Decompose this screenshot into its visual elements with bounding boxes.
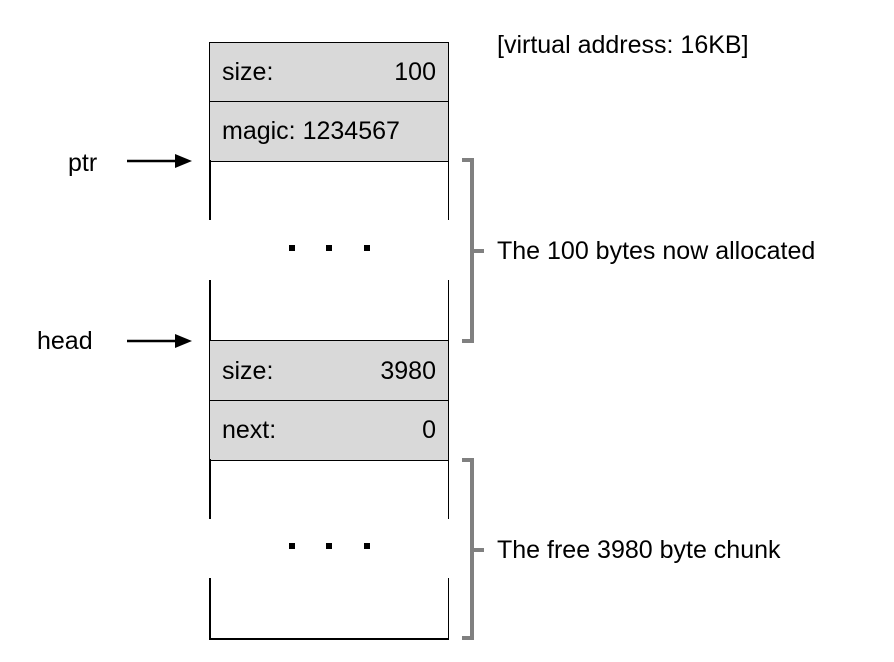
allocated-left-edge-top bbox=[209, 160, 211, 220]
magic-field: magic: 1234567 bbox=[222, 116, 400, 146]
free-next-cell: next: 0 bbox=[209, 399, 449, 461]
ellipsis-dot bbox=[326, 245, 332, 251]
free-size-cell: size: 3980 bbox=[209, 340, 449, 401]
size-header-cell: size: 100 bbox=[209, 42, 449, 102]
ellipsis-dot bbox=[326, 543, 332, 549]
free-next-value: 0 bbox=[422, 416, 436, 444]
size-value: 100 bbox=[394, 58, 436, 86]
free-left-edge-top bbox=[209, 459, 211, 519]
head-arrow bbox=[127, 334, 192, 348]
free-size-value: 3980 bbox=[380, 356, 436, 385]
free-bottom-edge bbox=[209, 638, 449, 640]
ptr-arrow bbox=[127, 154, 192, 168]
free-brace-label: The free 3980 byte chunk bbox=[497, 536, 781, 564]
free-size-key: size: bbox=[222, 356, 274, 385]
free-brace bbox=[462, 458, 484, 640]
magic-key: magic: bbox=[222, 117, 296, 145]
allocated-brace bbox=[462, 158, 484, 343]
allocated-right-edge-top bbox=[447, 160, 449, 220]
free-right-edge-top bbox=[447, 459, 449, 519]
free-left-edge-bottom bbox=[209, 578, 211, 639]
ellipsis-dot bbox=[364, 245, 370, 251]
ptr-label: ptr bbox=[68, 149, 98, 177]
head-label: head bbox=[37, 327, 93, 355]
allocated-right-edge-bottom bbox=[447, 280, 449, 342]
free-right-edge-bottom bbox=[447, 578, 449, 639]
ellipsis-dot bbox=[289, 245, 295, 251]
free-next-key: next: bbox=[222, 416, 277, 444]
size-key: size: bbox=[222, 58, 274, 86]
magic-value: 1234567 bbox=[302, 117, 400, 145]
magic-header-cell: magic: 1234567 bbox=[209, 100, 449, 162]
virtual-address-label: [virtual address: 16KB] bbox=[497, 31, 749, 59]
ellipsis-dot bbox=[364, 543, 370, 549]
allocated-left-edge-bottom bbox=[209, 280, 211, 342]
allocated-brace-label: The 100 bytes now allocated bbox=[497, 237, 816, 265]
ellipsis-dot bbox=[289, 543, 295, 549]
